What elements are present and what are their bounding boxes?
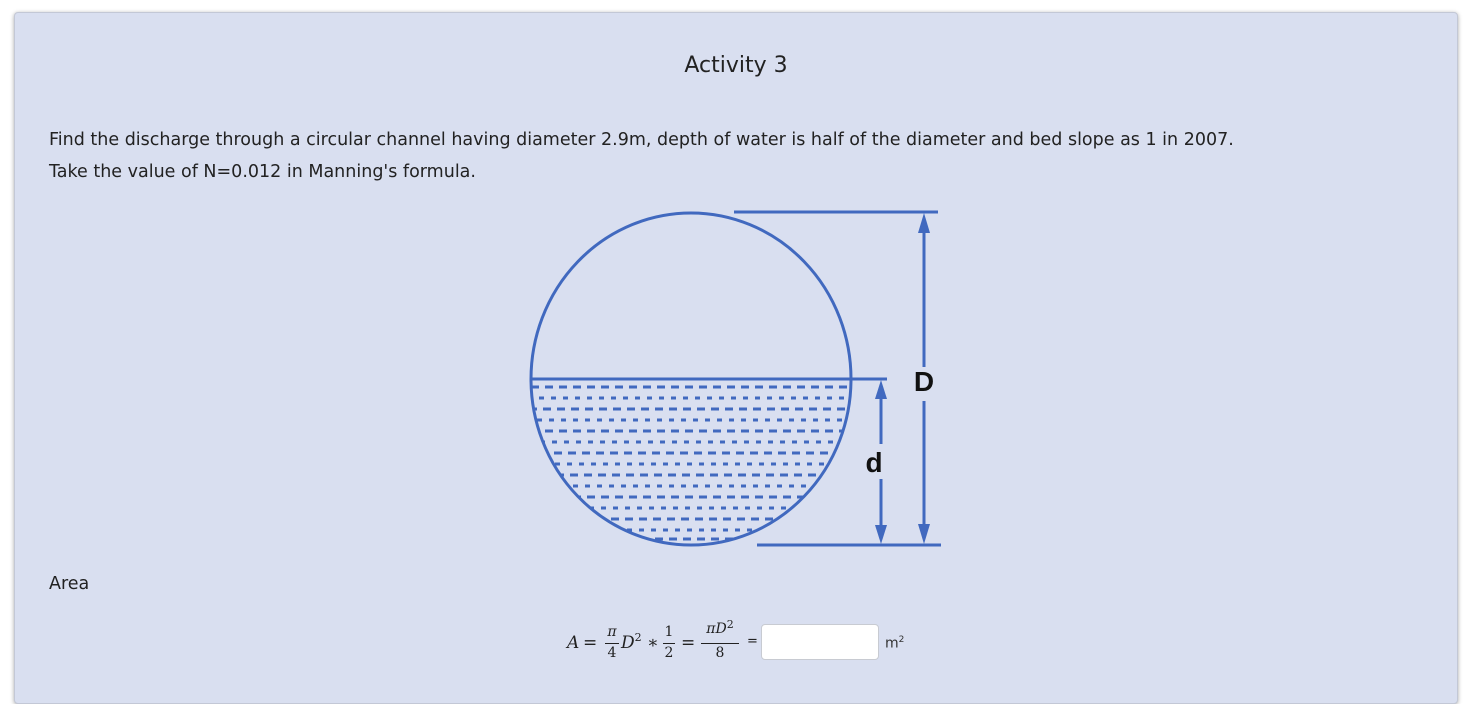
- formula-equals-1: =: [583, 633, 598, 653]
- formula-8-denominator: 8: [715, 645, 725, 661]
- formula-equals-2: =: [681, 633, 696, 653]
- area-label: Area: [49, 574, 90, 594]
- formula-pi-numerator: π: [607, 624, 617, 640]
- formula-piD2-numerator: πD2: [701, 618, 739, 637]
- problem-line-1: Find the discharge through a circular ch…: [49, 130, 1234, 150]
- problem-statement: Find the discharge through a circular ch…: [49, 124, 1234, 188]
- formula-frac-bar-1: [605, 643, 619, 644]
- area-unit-base: m: [885, 635, 899, 652]
- activity-card: Activity 3 Find the discharge through a …: [14, 12, 1458, 704]
- formula-D-term: D2: [621, 631, 642, 653]
- formula-lhs-A: A: [567, 633, 580, 653]
- formula-piD: πD: [706, 621, 727, 637]
- dimension-D-arrow: [918, 213, 930, 544]
- formula-D: D: [621, 633, 635, 653]
- label-d: d: [865, 447, 882, 478]
- area-unit-exp: 2: [898, 635, 905, 645]
- formula-frac-bar-2: [663, 643, 675, 644]
- formula-times: ∗: [647, 633, 659, 653]
- area-answer-input[interactable]: [761, 624, 879, 660]
- activity-title: Activity 3: [684, 53, 788, 78]
- water-hatching: [531, 385, 851, 541]
- formula-piD-exp: 2: [726, 618, 734, 631]
- formula-D-exp: 2: [634, 631, 642, 644]
- formula-frac-bar-3: [701, 643, 739, 644]
- area-unit: m2: [885, 635, 904, 652]
- formula-equals-3: =: [747, 634, 758, 649]
- problem-line-2: Take the value of N=0.012 in Manning's f…: [49, 162, 476, 182]
- formula-2-denominator: 2: [664, 645, 674, 661]
- formula-1-numerator: 1: [664, 624, 674, 640]
- dimension-d-arrow: [875, 380, 887, 544]
- formula-4-denominator: 4: [607, 645, 617, 661]
- circular-channel-diagram: D d: [529, 210, 941, 547]
- label-D: D: [914, 366, 934, 397]
